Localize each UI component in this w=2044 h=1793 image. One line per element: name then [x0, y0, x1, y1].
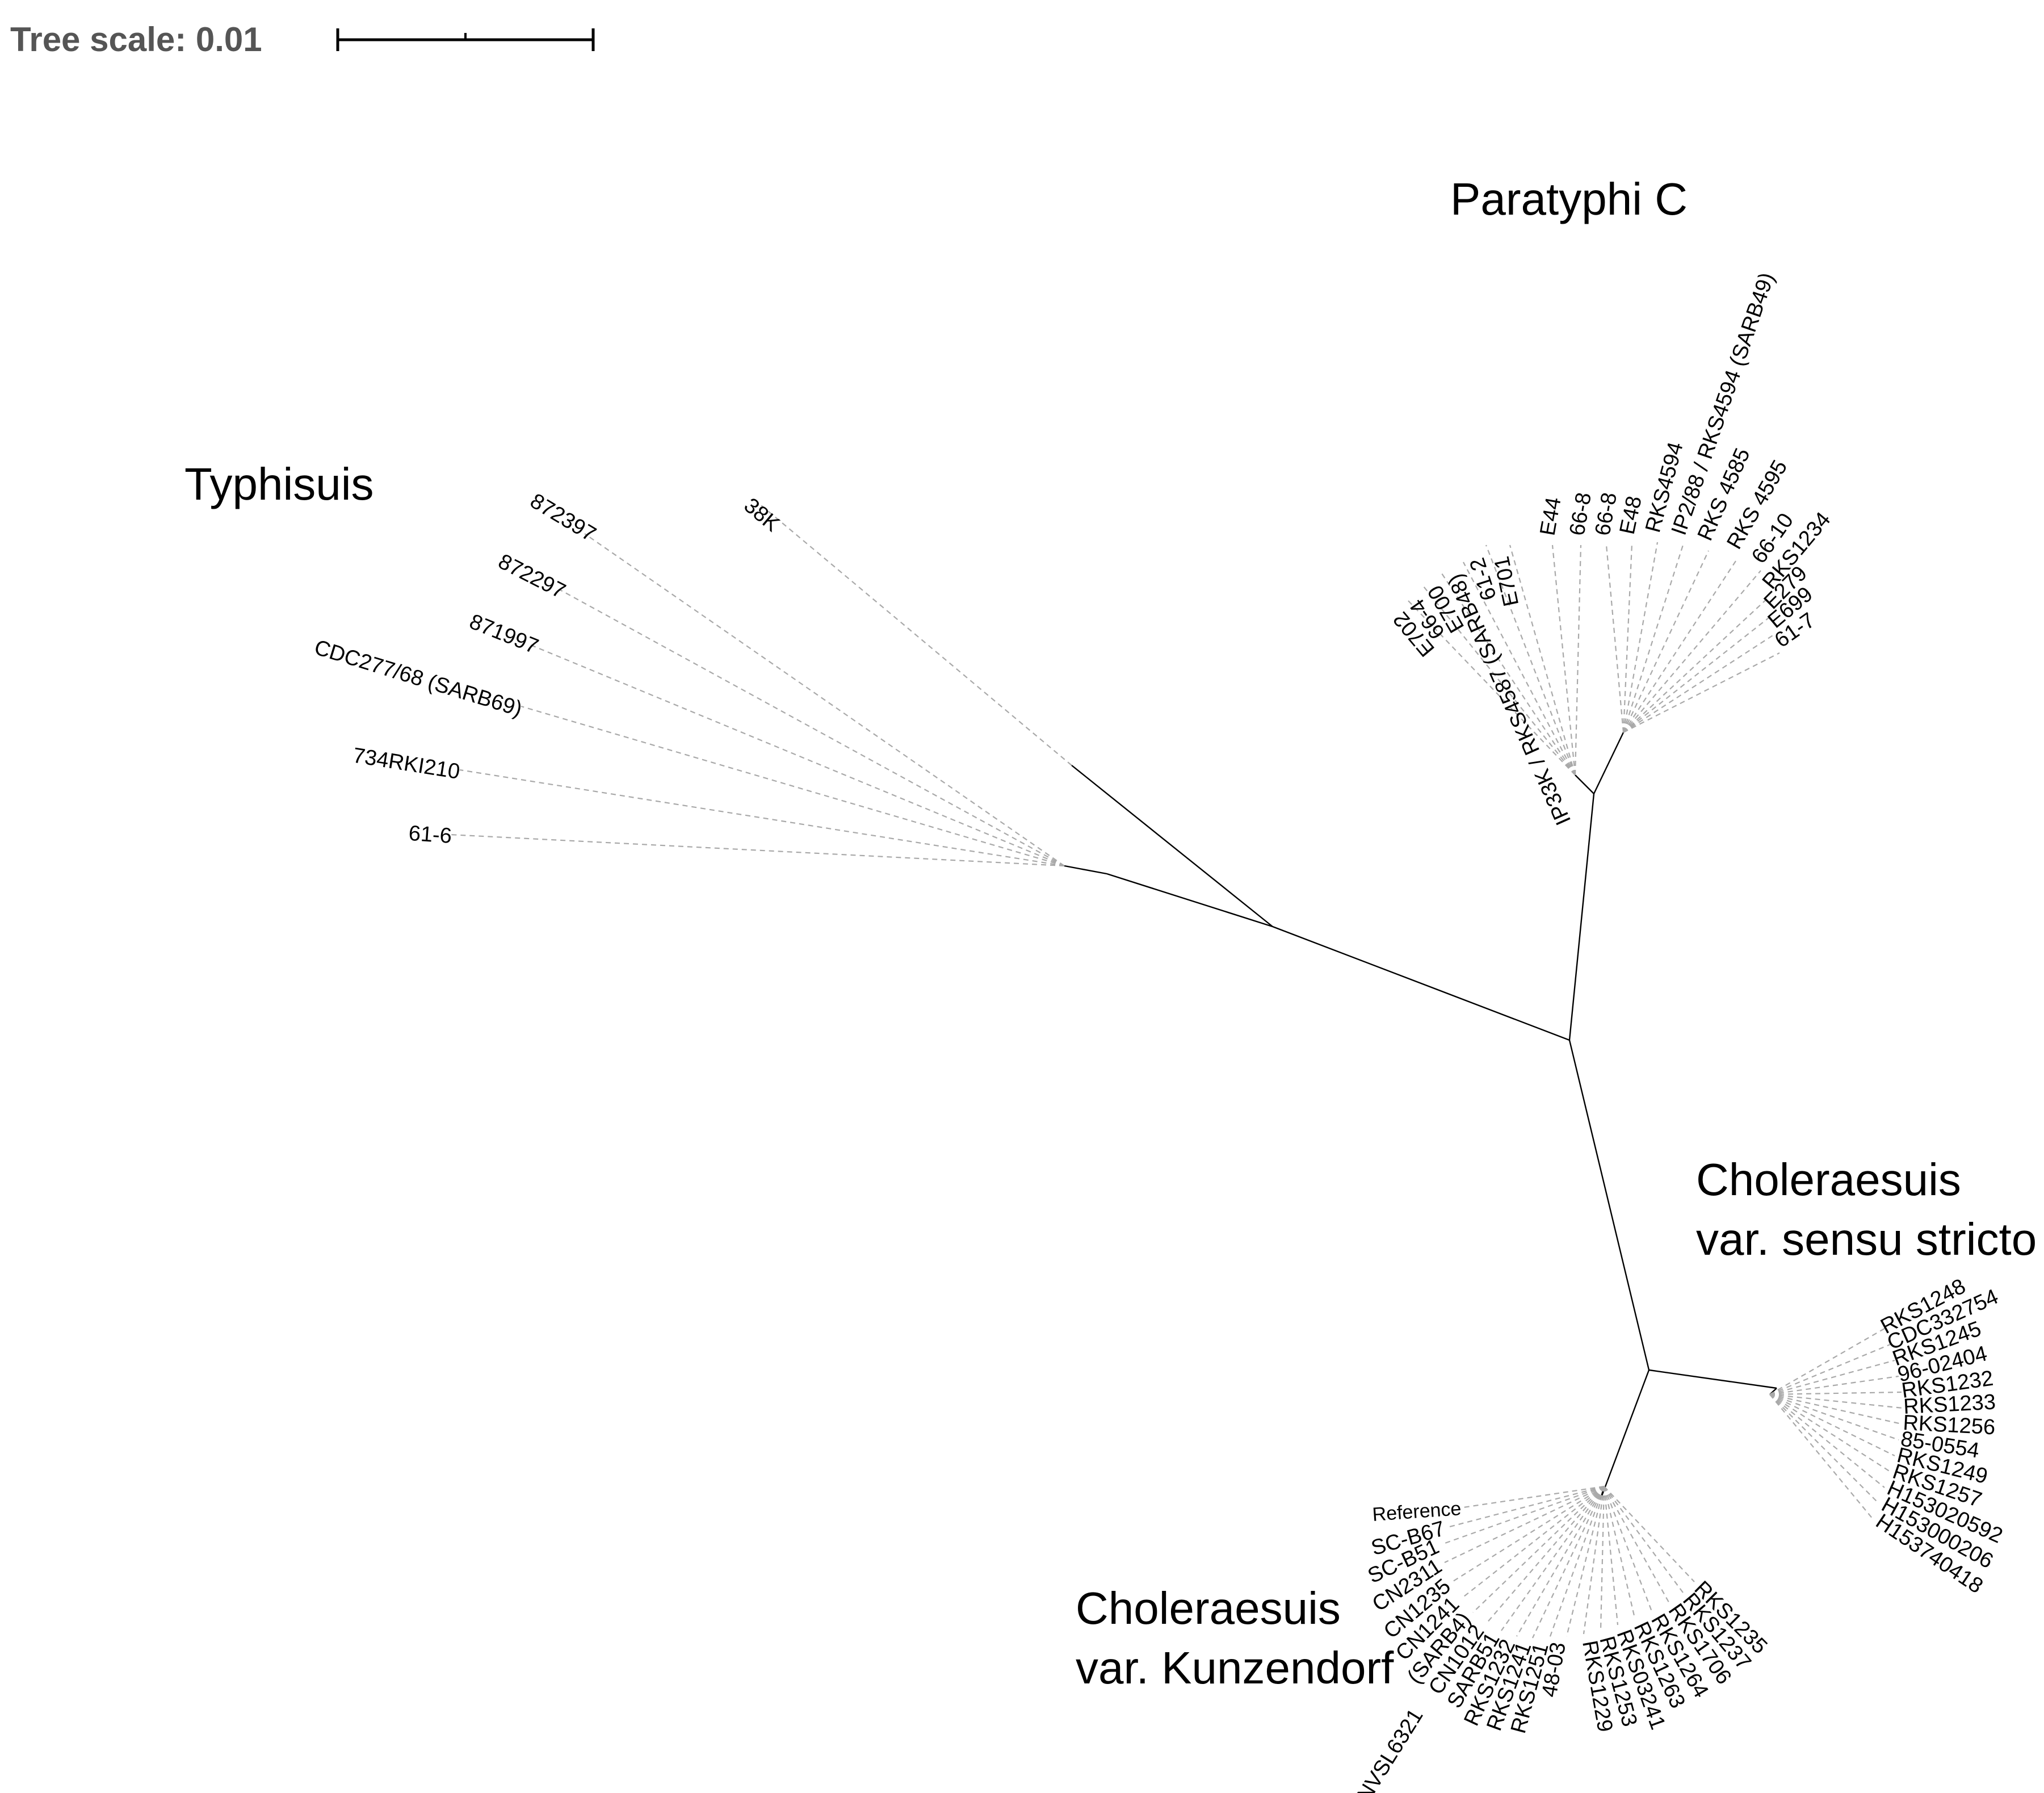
- scale-bar: [336, 28, 595, 51]
- clade-title-choleraesuis-ss-line1: Choleraesuis: [1696, 1154, 1961, 1205]
- leaf-labels-choleraesuis-ss: RKS1248 CDC332754 RKS1245 96-02404 RKS12…: [1871, 1274, 2006, 1598]
- clade-title-paratyphi-c: Paratyphi C: [1450, 174, 1688, 224]
- leaf-label: CDC277/68 (SARB69): [312, 635, 525, 721]
- leaf-label: IP33K / RKS4587 (SARB48): [1443, 570, 1576, 828]
- leaf-label: E701: [1490, 554, 1524, 609]
- leaf-label: 734RKI210: [351, 744, 461, 784]
- leaf-label: 872397: [526, 489, 600, 546]
- leaf-label: 61-6: [408, 822, 452, 848]
- leaf-labels-typhisuis: 38K 872397 872297 871997 CDC277/68 (SARB…: [312, 489, 784, 848]
- leaf-label: NVSL6321: [1353, 1705, 1428, 1793]
- leaf-label: E44: [1536, 496, 1566, 538]
- leaf-connectors: [450, 502, 1903, 1639]
- internal-branches: [1064, 732, 1777, 1499]
- tree-scale-label: Tree scale: 0.01: [10, 20, 262, 58]
- clade-title-choleraesuis-k-line2: var. Kunzendorf: [1076, 1643, 1394, 1693]
- tree-scale: Tree scale: 0.01: [10, 20, 595, 58]
- leaf-label: 872297: [494, 550, 569, 604]
- leaf-label: RKS1256: [1903, 1411, 1996, 1439]
- clade-title-choleraesuis-ss-line2: var. sensu stricto: [1696, 1214, 2037, 1264]
- leaf-labels-choleraesuis-k: Reference SC-B67 SC-B51 CN2311 CN1235 CN…: [1353, 1498, 1772, 1793]
- clade-titles: Typhisuis Paratyphi C Choleraesuis var. …: [184, 174, 2037, 1693]
- leaf-label: 38K: [739, 493, 784, 537]
- leaf-label: Reference: [1371, 1498, 1462, 1526]
- leaf-label: 871997: [466, 610, 542, 659]
- leaf-label: RKS1233: [1903, 1390, 1996, 1419]
- clade-title-choleraesuis-k-line1: Choleraesuis: [1076, 1583, 1341, 1633]
- clade-title-typhisuis: Typhisuis: [184, 459, 373, 509]
- leaf-labels-paratyphi-c: E702 66-4 E700 IP33K / RKS4587 (SARB48) …: [1389, 270, 1836, 829]
